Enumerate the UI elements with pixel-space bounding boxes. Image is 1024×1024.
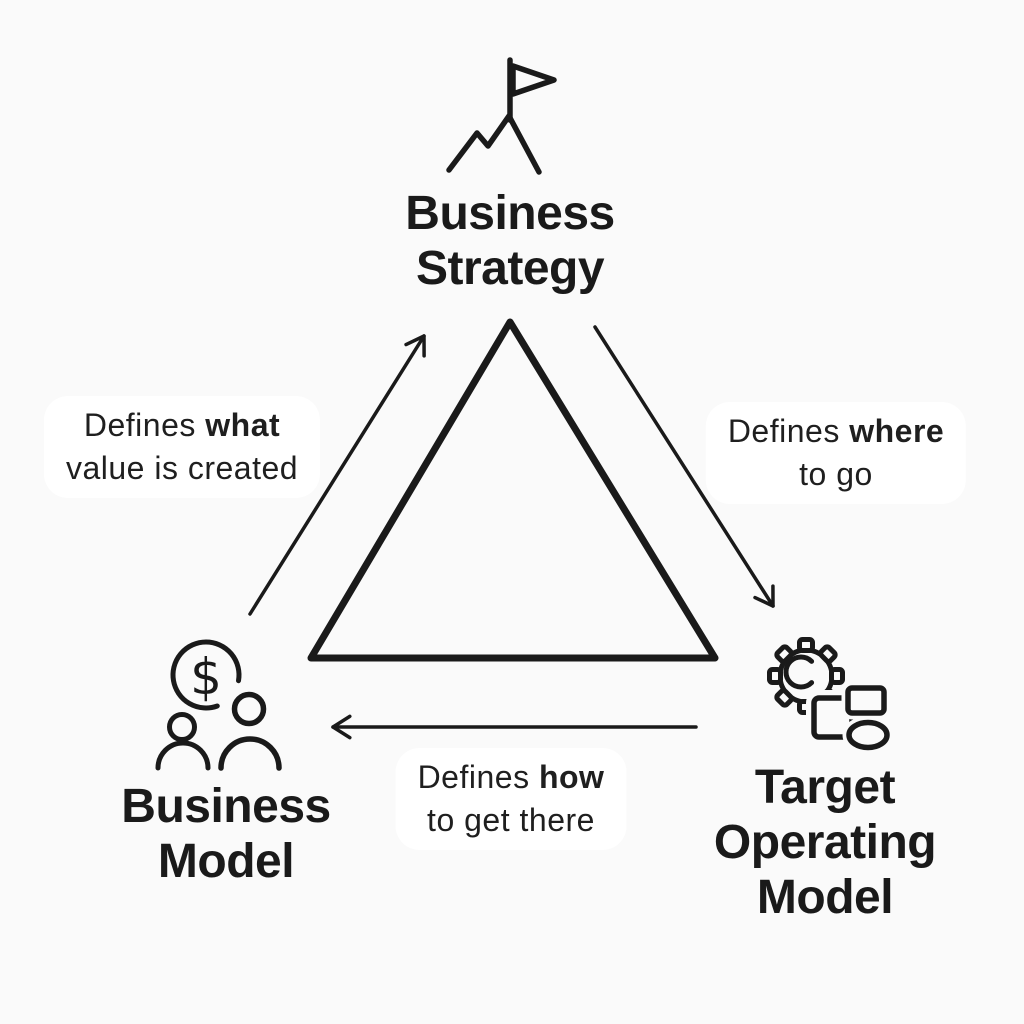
node-label-business-model: Business Model — [121, 779, 331, 889]
flag — [510, 63, 557, 97]
edge-label-keyword: what — [205, 407, 281, 443]
node-label-line: Business — [121, 780, 331, 833]
edge-label-keyword: where — [849, 413, 945, 449]
mountain — [446, 113, 542, 175]
edge-label-defines-what: Defines what value is created — [43, 396, 321, 498]
person-large-head — [231, 691, 267, 727]
edge-label-line2: value is created — [65, 450, 299, 486]
person-small-body — [155, 740, 211, 771]
edge-label-line2: to go — [799, 456, 873, 492]
node-label-line: Business — [405, 187, 615, 240]
flowchart-ellipse — [846, 719, 890, 751]
gear-center-arc — [783, 654, 815, 690]
node-label-business-strategy: Business Strategy — [405, 186, 615, 296]
node-label-line: Model — [756, 871, 894, 924]
triangle-outline — [307, 318, 719, 662]
edge-label-prefix: Defines — [727, 413, 850, 449]
flowchart-rect — [845, 685, 887, 716]
node-label-target-operating-model: Target Operating Model — [713, 760, 937, 925]
mountain-flag-icon — [446, 57, 557, 175]
edge-label-line1: Defines where — [728, 410, 944, 453]
edge-label-line2: to get there — [427, 802, 595, 838]
edge-label-prefix: Defines — [83, 407, 206, 443]
arrow-down-right — [593, 325, 775, 608]
person-large-body — [218, 736, 282, 771]
node-label-line: Target — [754, 761, 896, 814]
node-label-line: Operating — [713, 816, 937, 869]
dollar-circle — [170, 639, 242, 711]
edge-label-line1: Defines how — [418, 756, 605, 799]
edge-label-defines-where: Defines where to go — [705, 402, 967, 504]
edge-label-prefix: Defines — [417, 759, 539, 795]
edge-label-keyword: how — [538, 759, 605, 795]
dollar-sign: $ — [190, 648, 222, 706]
node-label-line: Strategy — [415, 242, 605, 295]
edge-label-line1: Defines what — [66, 404, 298, 447]
person-small-head — [167, 712, 197, 742]
gear-flowchart-icon — [767, 637, 894, 754]
edge-label-defines-how: Defines how to get there — [395, 748, 627, 850]
arrow-up-left — [248, 334, 426, 616]
node-label-line: Model — [157, 835, 295, 888]
people-dollar-icon: $ — [155, 639, 282, 771]
